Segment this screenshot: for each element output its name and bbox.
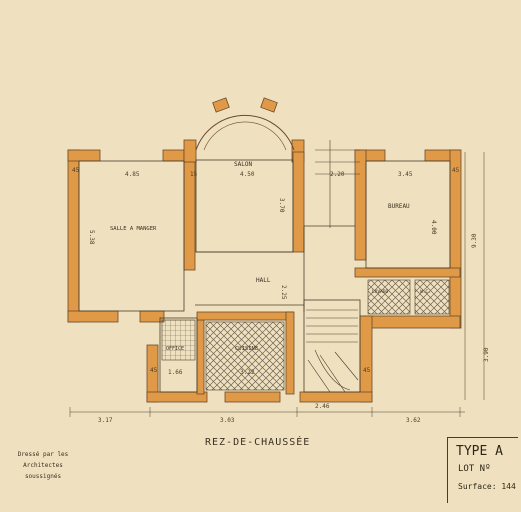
dim-wall-15: 15 <box>190 171 198 178</box>
dim-salon-width: 4.50 <box>240 171 255 178</box>
room-label-hall: HALL <box>256 277 271 284</box>
wall-stair-east <box>359 315 373 403</box>
wc-floor <box>414 279 450 315</box>
dim-hall-gap: 2.20 <box>330 171 345 178</box>
room-label-wc: W.C. <box>420 289 431 295</box>
dim-office-w: 1.66 <box>168 369 183 376</box>
dim-wall-45-ne: 45 <box>452 167 460 174</box>
wall-salon-w-cap <box>183 139 197 163</box>
wall-sw-1 <box>67 310 119 323</box>
type-cartouche: TYPE A LOT Nº Surface: 144 m² <box>447 437 521 503</box>
dim-cuisine-w: 3.22 <box>240 369 255 376</box>
type-label: TYPE A <box>456 444 503 459</box>
dim-bottom-mid: 3.03 <box>220 417 235 424</box>
dim-bottom-right: 3.62 <box>406 417 421 424</box>
dim-salle-width: 4.85 <box>125 171 140 178</box>
dim-bottom-left: 3.17 <box>98 417 113 424</box>
dim-wall-45-sw: 45 <box>150 367 158 374</box>
dim-salon-depth: 3.70 <box>278 198 285 213</box>
dim-bureau-width: 3.45 <box>398 171 413 178</box>
dimension-lines <box>69 152 485 417</box>
wall-salon-east <box>292 151 305 253</box>
room-label-salon: SALON <box>234 161 252 168</box>
dim-bureau-depth: 4.00 <box>430 220 437 235</box>
wall-bureau-west <box>354 149 367 261</box>
dim-bottom-small: 2.46 <box>315 403 330 410</box>
salon-apse <box>195 97 295 151</box>
dim-wall-45-se: 45 <box>363 367 371 374</box>
room-label-cuisine: CUISINE <box>235 346 258 352</box>
signed-line-3: soussignés <box>24 473 62 480</box>
dim-wall-45-nw: 45 <box>72 167 80 174</box>
dim-lower-depth: 3.90 <box>483 347 490 362</box>
wall-south-2 <box>224 391 281 403</box>
signed-line-2: Architectes <box>23 462 63 469</box>
wall-se-mid <box>359 315 461 329</box>
room-label-office: OFFICE <box>166 346 184 352</box>
lot-label: LOT Nº <box>458 464 491 474</box>
wall-cuisine-north <box>196 311 294 321</box>
staircase <box>306 140 360 393</box>
wall-nw-1 <box>67 149 101 162</box>
room-label-salle: SALLE A MANGER <box>110 226 157 232</box>
dim-total-depth: 9.30 <box>471 233 478 248</box>
wall-east <box>449 149 462 329</box>
signed-line-1: Dressé par les <box>17 451 69 458</box>
cuisine-floor <box>205 321 285 391</box>
wall-bureau-south <box>354 267 461 278</box>
floor-title: REZ-DE-CHAUSSÉE <box>205 437 311 448</box>
interior-lines <box>78 159 451 393</box>
wall-south-3 <box>299 391 373 403</box>
architects-signature-note: Dressé par les Architectes soussignés <box>8 449 78 482</box>
walls <box>67 139 462 403</box>
wall-west <box>67 149 80 323</box>
dim-hall: 2.25 <box>280 285 287 300</box>
lavabo-floor <box>367 279 411 315</box>
room-label-lavabo: LAVABO <box>372 289 389 295</box>
wall-office-cuisine <box>196 319 205 395</box>
wall-cuisine-east <box>285 311 295 395</box>
surface-label: Surface: 144 m² <box>458 482 521 491</box>
office-floor <box>161 319 196 361</box>
wall-salle-east <box>183 149 196 271</box>
room-label-bureau: BUREAU <box>388 203 410 210</box>
dim-salle-depth: 5.38 <box>88 230 95 245</box>
